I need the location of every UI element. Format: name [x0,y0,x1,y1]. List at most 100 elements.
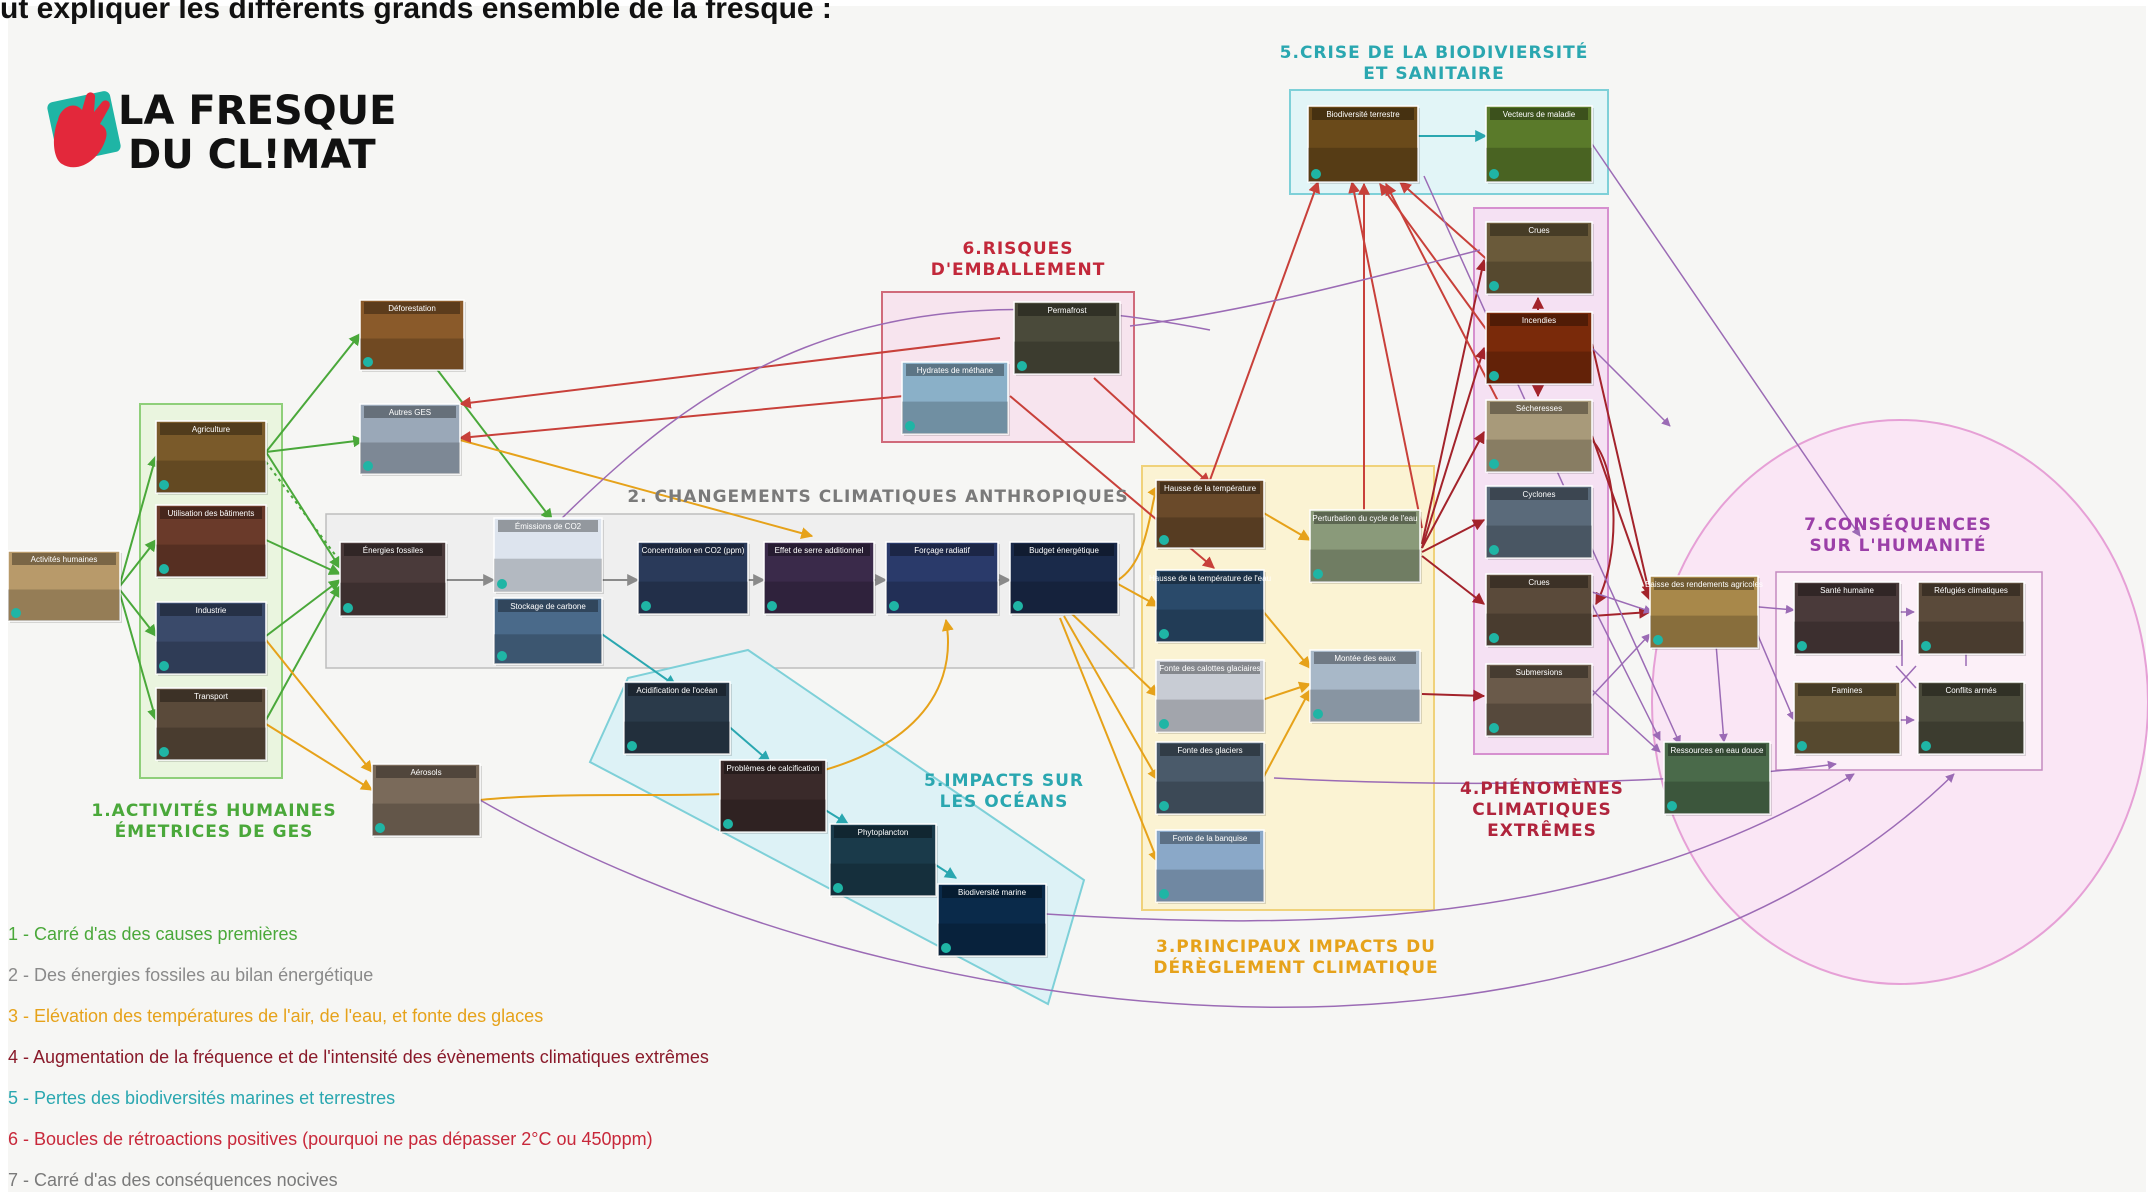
card-shade [1664,781,1770,814]
card-shade [360,338,464,370]
card-badge-icon [1489,371,1499,381]
card-image [1309,649,1421,723]
card-sante: Santé humaine [1793,581,1902,656]
card-label: Autres GES [389,408,431,417]
card-label: Forçage radiatif [914,546,970,555]
card-label: Hydrates de méthane [917,366,994,375]
card-label-bg [344,544,442,556]
card-label: Montée des eaux [1334,654,1395,663]
card-calcification: Problèmes de calcification [719,759,828,834]
card-industrie: Industrie [155,601,268,676]
connectors-darkred [1421,258,1654,702]
legend-item-7: 7 - Carré d'as des conséquences nocives [8,1170,338,1190]
card-badge-icon [1653,635,1663,645]
card-shade [1486,525,1592,558]
card-image [829,823,937,897]
card-shade [372,803,480,836]
card-label: Conflits armés [1945,686,1996,695]
card-image [493,597,603,665]
fresque-logo: LA FRESQUE DU CL!MAT [47,88,396,178]
card-label-bg [364,302,460,314]
card-autres_ges: Autres GES [359,403,462,476]
card-badge-icon [1159,889,1169,899]
card-image [371,763,481,837]
card-label-bg [1490,314,1588,326]
card-shade [886,581,998,614]
card-shade [1156,781,1264,814]
card-label: Fonte de la banquise [1173,834,1248,843]
card-rendements: Baisse des rendements agricoles [1645,575,1763,650]
card-conflits: Conflits armés [1917,681,2026,756]
card-label-bg [160,604,262,616]
card-shade [830,863,936,896]
card-secheresses: Sécheresses [1485,399,1594,474]
card-shade [1156,699,1264,732]
card-label: Crues [1528,578,1549,587]
card-label: Émissions de CO2 [515,522,582,531]
card-label-bg [1798,684,1896,696]
card-image [1307,105,1419,183]
connectors-green [119,333,553,722]
card-label-bg [890,544,994,556]
card-image [1155,741,1265,815]
card-shade [720,799,826,832]
card-shade [1308,147,1418,182]
card-badge-icon [363,461,373,471]
card-label: Hausse de la température de l'eau [1149,574,1271,583]
card-shade [156,460,266,493]
card-label: Permafrost [1047,306,1087,315]
card-hydrates: Hydrates de méthane [901,361,1010,436]
card-shade [1486,613,1592,646]
section-title-s3-line1: 3.PRINCIPAUX IMPACTS DU [1156,937,1436,957]
card-label: Fonte des glaciers [1177,746,1242,755]
card-hausse_eau: Hausse de la température de l'eau [1149,569,1271,644]
card-badge-icon [1017,361,1027,371]
card-label-bg [1018,304,1116,316]
card-badge-icon [1489,723,1499,733]
card-badge-icon [159,661,169,671]
card-image [155,420,267,494]
card-label-bg [1668,744,1766,756]
card-label: Vecteurs de maladie [1503,110,1576,119]
card-batiments: Utilisation des bâtiments [155,504,268,579]
card-badge-icon [159,480,169,490]
card-bio_terrestre: Biodiversité terrestre [1307,105,1420,184]
card-image [359,299,465,371]
section-title-s4-line2: CLIMATIQUES [1472,800,1611,820]
card-shade [156,544,266,577]
card-vecteurs: Vecteurs de maladie [1485,105,1594,184]
card-shade [1310,689,1420,722]
card-image [637,541,749,615]
card-label-bg [1160,482,1260,494]
card-badge-icon [641,601,651,611]
card-shade [1794,621,1900,654]
section-title-s5a-line1: 5.CRISE DE LA BIODIVIERSITÉ [1280,41,1589,63]
card-label-bg [498,600,598,612]
card-label-bg [12,553,116,565]
card-fonte_glaciers: Fonte des glaciers [1155,741,1266,816]
card-emissions: Émissions de CO2 [493,517,604,594]
card-badge-icon [11,608,21,618]
card-image [1309,509,1421,583]
card-label-bg [1490,576,1588,588]
card-image [493,517,603,593]
card-label: Baisse des rendements agricoles [1645,580,1763,589]
card-label-bg [1490,666,1588,678]
card-label-bg [160,423,262,435]
card-label: Crues [1528,226,1549,235]
card-label-bg [1490,488,1588,500]
card-badge-icon [1921,741,1931,751]
card-image [1485,311,1593,385]
card-ressources: Ressources en eau douce [1663,741,1772,816]
card-badge-icon [889,601,899,611]
card-label-bg [1490,402,1588,414]
section-title-s4-line1: 4.PHÉNOMÈNES [1460,777,1624,799]
section-title-s1-line2: ÉMETRICES DE GES [115,820,314,842]
card-label: Santé humaine [1820,586,1874,595]
card-shade [1918,621,2024,654]
card-badge-icon [1489,281,1499,291]
card-shade [902,401,1008,434]
hand-icon [53,92,110,168]
card-shade [1010,581,1118,614]
card-perturbation: Perturbation du cycle de l'eau [1309,509,1422,584]
